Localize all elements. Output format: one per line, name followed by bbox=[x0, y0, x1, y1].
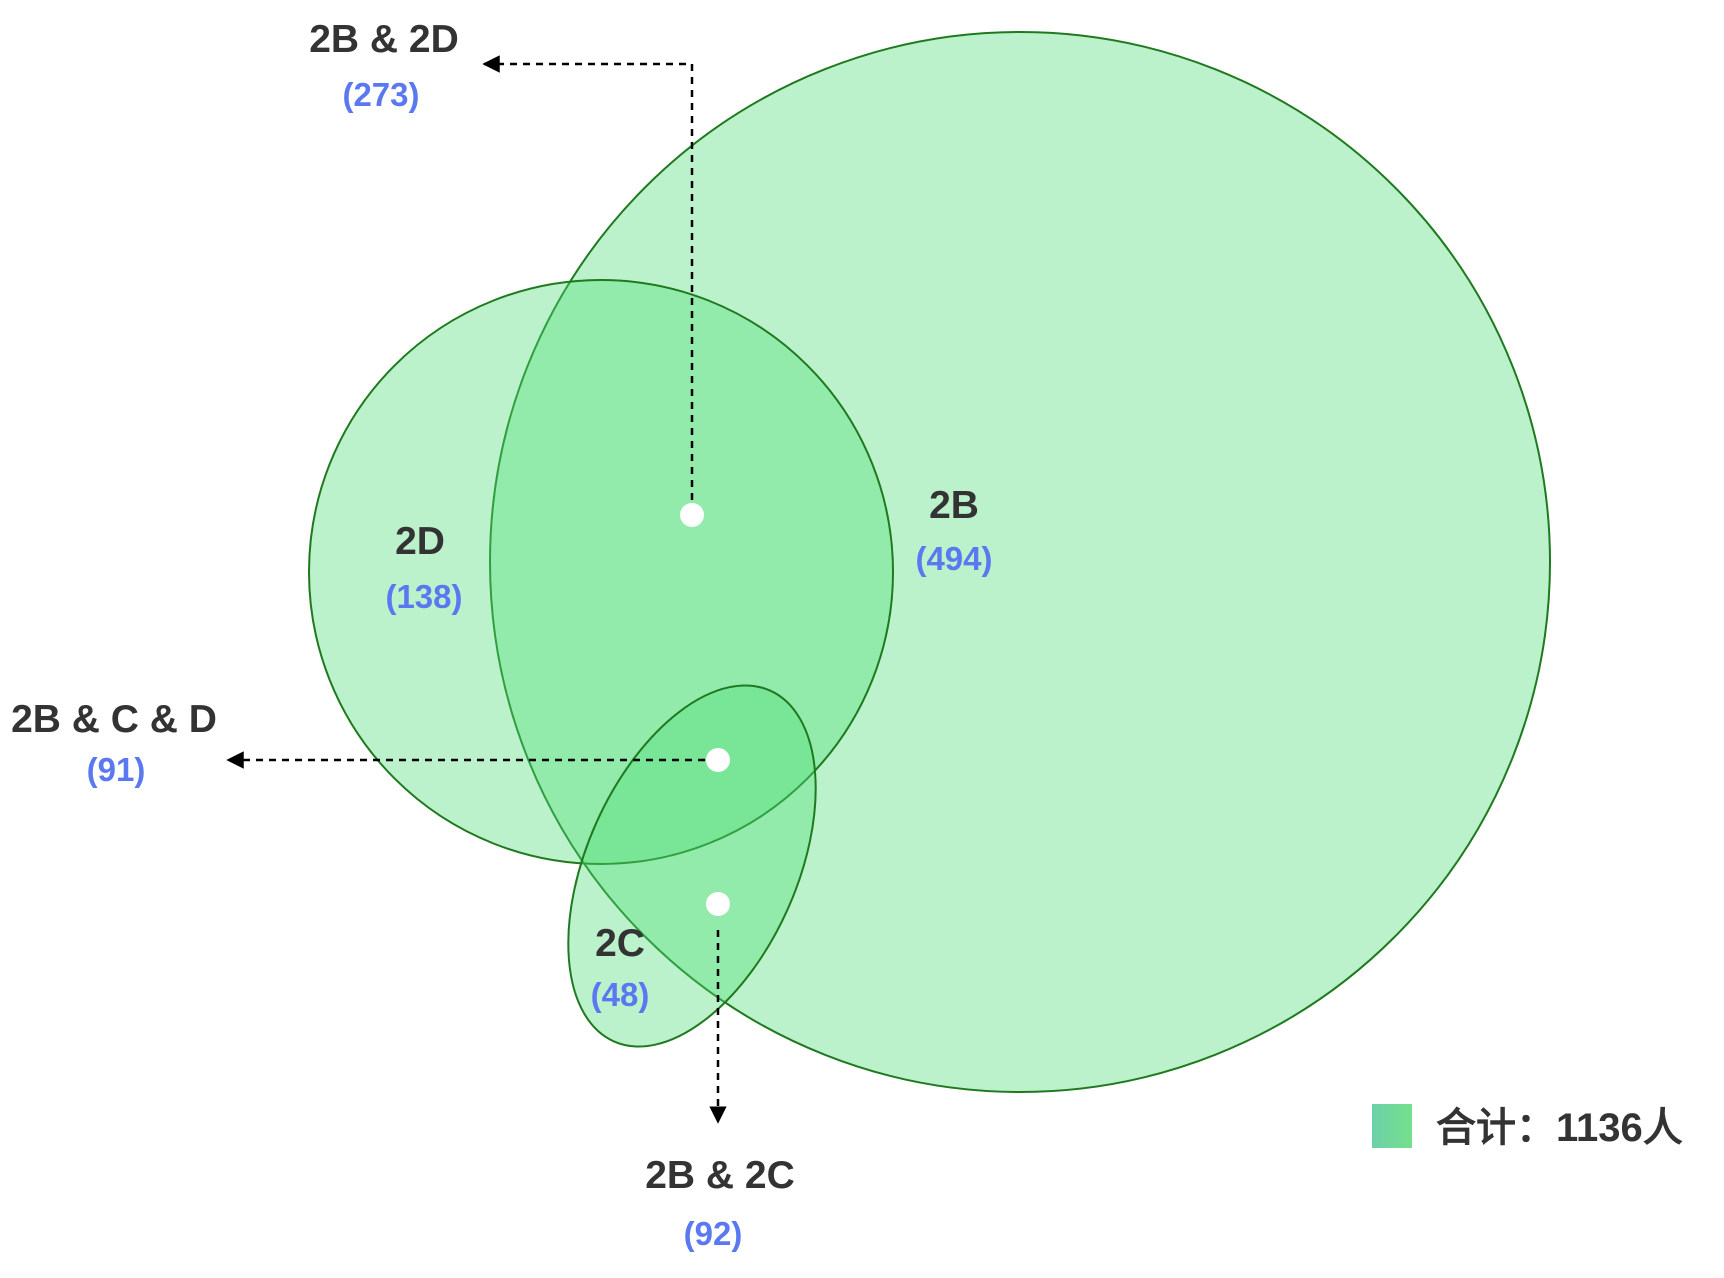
intersection-count-2b-2c: (92) bbox=[684, 1215, 743, 1252]
set-2b-circle bbox=[489, 31, 1551, 1093]
intersection-label-2b-2d: 2B & 2D bbox=[309, 18, 459, 61]
intersection-label-2b-2c: 2B & 2C bbox=[645, 1154, 795, 1197]
region-dot-2b-2c bbox=[706, 892, 730, 916]
region-dot-2b-2d bbox=[680, 503, 704, 527]
intersection-count-2b-2d: (273) bbox=[342, 76, 419, 113]
intersection-count-2b-c-d: (91) bbox=[87, 751, 146, 788]
set-2d-circle bbox=[308, 279, 894, 865]
legend-total-label: 合计：1136人 bbox=[1436, 1106, 1683, 1150]
set-label-2b: 2B bbox=[929, 484, 979, 527]
intersection-label-2b-c-d: 2B & C & D bbox=[11, 698, 217, 741]
set-label-2c: 2C bbox=[595, 922, 645, 965]
set-count-2b: (494) bbox=[915, 540, 992, 577]
set-count-2d: (138) bbox=[385, 578, 462, 615]
region-dot-2b-c-d bbox=[706, 748, 730, 772]
legend-swatch bbox=[1372, 1104, 1412, 1148]
leader-line-2b-2d bbox=[482, 55, 694, 500]
set-count-2c: (48) bbox=[591, 976, 650, 1013]
set-2c-ellipse bbox=[567, 684, 817, 1048]
set-label-2d: 2D bbox=[395, 520, 445, 563]
